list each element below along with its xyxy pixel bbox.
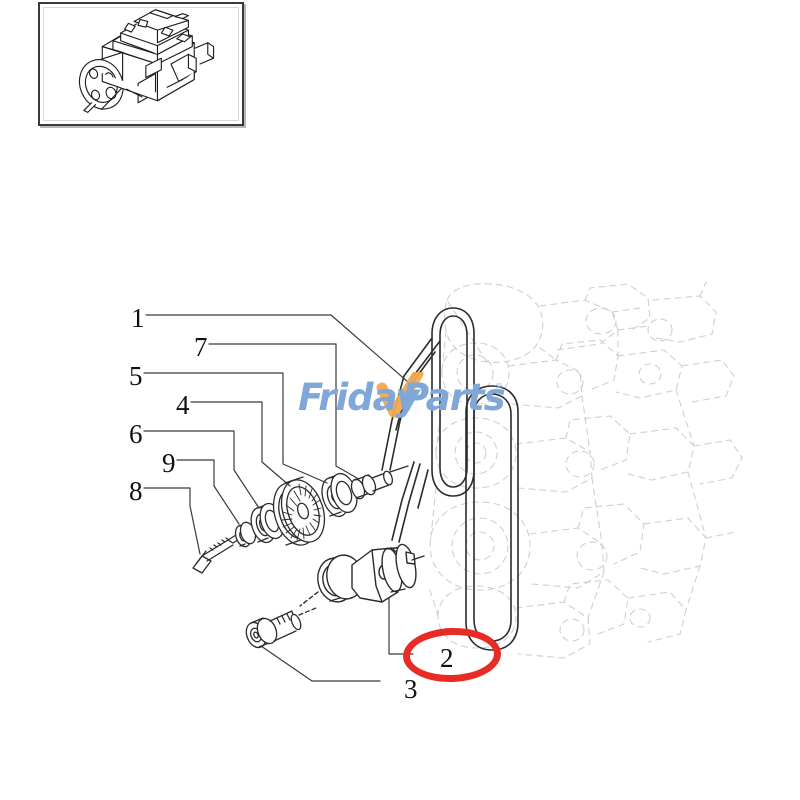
thumbnail-inner-border — [43, 7, 239, 121]
leader-line-6 — [143, 430, 260, 509]
drive-belt — [381, 307, 519, 651]
part-bearing-5 — [321, 472, 358, 518]
callout-label-3[interactable]: 3 — [404, 674, 418, 704]
belt-tensioner-assembly — [299, 543, 425, 607]
leader-line-4 — [190, 401, 291, 487]
leader-line-1 — [145, 314, 409, 383]
ghosted-engine-outline — [429, 281, 743, 659]
part-pivot-pin-7 — [350, 465, 409, 500]
engine-assembly-thumbnail[interactable] — [38, 2, 244, 126]
leader-line-9 — [176, 459, 240, 525]
callout-label-8[interactable]: 8 — [129, 476, 143, 506]
callout-label-1[interactable]: 1 — [131, 303, 145, 333]
callout-label-4[interactable]: 4 — [176, 390, 190, 420]
callout-label-9[interactable]: 9 — [162, 448, 176, 478]
leader-line-5 — [143, 372, 328, 484]
tensioner-mounting-bolt — [245, 607, 317, 649]
leader-line-2 — [388, 597, 414, 655]
leader-line-3 — [260, 645, 381, 682]
thumbnail-engine-drawing — [78, 9, 215, 113]
callout-label-7[interactable]: 7 — [194, 332, 208, 362]
leader-lines — [143, 314, 414, 682]
callout-label-6[interactable]: 6 — [129, 419, 143, 449]
callout-label-5[interactable]: 5 — [129, 361, 143, 391]
leader-line-7 — [208, 343, 358, 479]
part-grooved-pulley-4 — [272, 476, 326, 546]
exploded-pulley-assembly — [192, 465, 409, 574]
callout-label-2[interactable]: 2 — [440, 643, 454, 673]
leader-line-8 — [143, 487, 201, 555]
